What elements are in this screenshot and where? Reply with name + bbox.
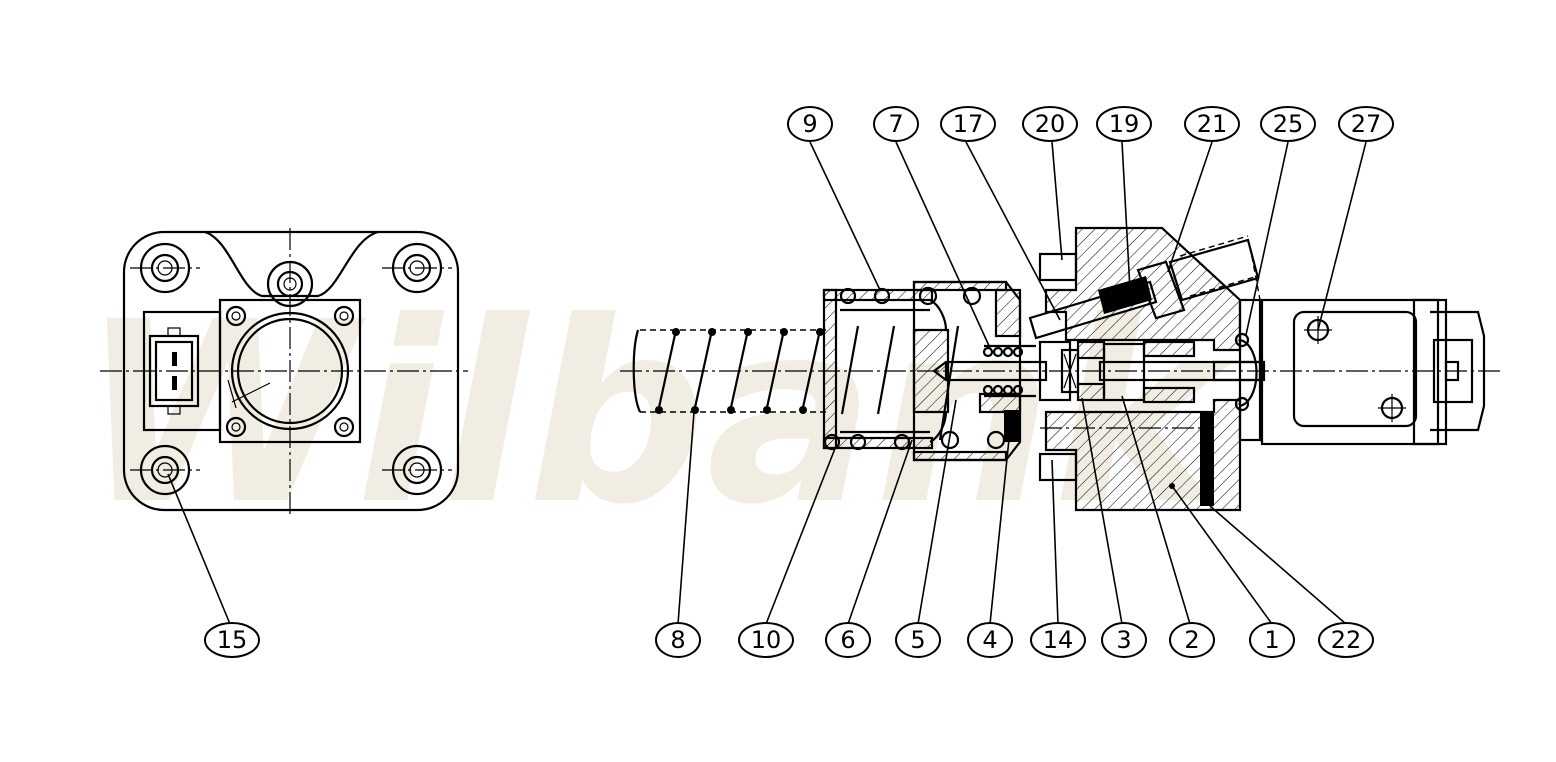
plunger-7: [932, 344, 1048, 398]
front-view: [100, 228, 468, 514]
balloon-27: 27: [1338, 106, 1394, 142]
balloon-10-label: 10: [751, 626, 782, 654]
balloon-9-label: 9: [802, 110, 817, 138]
balloon-20-label: 20: [1035, 110, 1066, 138]
spring-cup-10: [822, 287, 934, 451]
balloon-21-label: 21: [1197, 110, 1228, 138]
balloon-14-label: 14: [1043, 626, 1074, 654]
balloon-15: 15: [204, 622, 260, 658]
balloon-2: 2: [1169, 622, 1215, 658]
balloon-22: 22: [1318, 622, 1374, 658]
balloon-19-label: 19: [1109, 110, 1140, 138]
balloon-7-label: 7: [888, 110, 903, 138]
balloon-1: 1: [1249, 622, 1295, 658]
balloon-6: 6: [825, 622, 871, 658]
angled-sensor: [1028, 235, 1261, 340]
balloon-27-label: 27: [1351, 110, 1382, 138]
balloon-25: 25: [1260, 106, 1316, 142]
balloon-10: 10: [738, 622, 794, 658]
balloon-22-label: 22: [1331, 626, 1362, 654]
balloon-4: 4: [967, 622, 1013, 658]
balloon-14: 14: [1030, 622, 1086, 658]
balloon-17: 17: [940, 106, 996, 142]
balloon-20: 20: [1022, 106, 1078, 142]
section-view: [620, 226, 1500, 512]
balloon-3: 3: [1101, 622, 1147, 658]
balloon-15-label: 15: [217, 626, 248, 654]
spring-8: [632, 328, 830, 414]
balloon-4-label: 4: [982, 626, 997, 654]
balloon-8-label: 8: [670, 626, 685, 654]
balloon-3-label: 3: [1116, 626, 1131, 654]
balloon-6-label: 6: [840, 626, 855, 654]
balloon-21: 21: [1184, 106, 1240, 142]
balloon-19: 19: [1096, 106, 1152, 142]
leader-lines: [167, 141, 1367, 625]
balloon-8: 8: [655, 622, 701, 658]
balloon-7: 7: [873, 106, 919, 142]
balloon-5: 5: [895, 622, 941, 658]
balloon-1-label: 1: [1264, 626, 1279, 654]
balloon-25-label: 25: [1273, 110, 1304, 138]
valve-internals: [1038, 332, 1266, 412]
balloon-2-label: 2: [1184, 626, 1199, 654]
balloon-17-label: 17: [953, 110, 984, 138]
balloon-9: 9: [787, 106, 833, 142]
balloon-5-label: 5: [910, 626, 925, 654]
actuator-27: [1238, 298, 1486, 446]
